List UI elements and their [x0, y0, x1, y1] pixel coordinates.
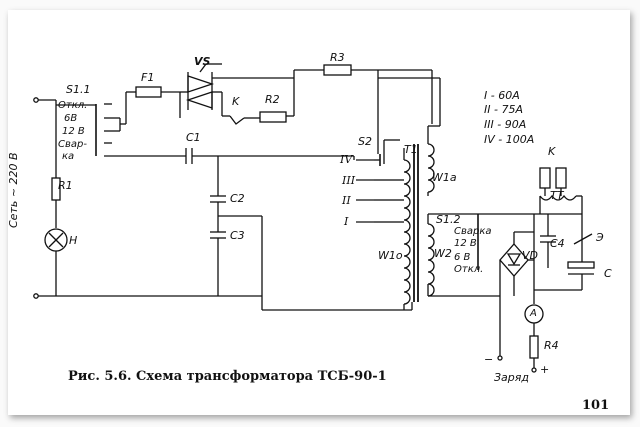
label-s1-2-welding: Сварка [454, 226, 492, 237]
label-s1-welding-2: ка [62, 151, 75, 162]
label-w1o: W1o [378, 249, 403, 262]
label-mains: Сеть ~ 220 В [7, 152, 20, 228]
switch-e [573, 233, 593, 245]
label-s1-off: Откл. [58, 100, 88, 111]
label-k-contact: K [232, 95, 240, 108]
label-s1-welding-1: Свар- [58, 139, 87, 150]
label-tap-i: I [344, 215, 349, 228]
legend-current-iv: IV - 100A [484, 133, 535, 146]
label-minus: − [484, 353, 494, 366]
label-s1-2-off: Откл. [454, 264, 484, 275]
label-charge: Заряд [494, 371, 529, 384]
label-s2: S2 [358, 135, 372, 148]
label-s1-2-6v: 6 В [454, 252, 471, 263]
label-r3: R3 [330, 51, 345, 64]
page-frame [8, 10, 630, 415]
page-number: 101 [582, 398, 610, 413]
resistor-r2 [259, 111, 287, 123]
label-tap-iv: IV [340, 153, 353, 166]
capacitor-c [567, 261, 595, 269]
legend-current-iii: III - 90A [484, 118, 527, 131]
fuse-f1 [135, 86, 162, 98]
winding-w2 [427, 223, 435, 297]
label-a: A [530, 308, 537, 319]
label-w2: W2 [434, 247, 452, 260]
label-s1-12v: 12 В [62, 126, 85, 137]
winding-w1o [403, 159, 411, 305]
label-f1: F1 [141, 71, 155, 84]
figure-caption: Рис. 5.6. Схема трансформатора ТСБ-90-1 [68, 369, 387, 384]
label-tap-iii: III [342, 174, 356, 187]
label-r2: R2 [265, 93, 280, 106]
label-e: Э [596, 231, 604, 244]
relay-k-coil [539, 167, 551, 189]
label-s1-2-12v: 12 В [454, 238, 477, 249]
label-t1: T1 [404, 143, 418, 156]
legend-current-ii: II - 75A [484, 103, 523, 116]
label-r4: R4 [544, 339, 559, 352]
label-c2: C2 [230, 192, 245, 205]
label-tap-ii: II [342, 194, 351, 207]
resistor-r4 [529, 335, 539, 359]
label-k-relay: K [548, 145, 556, 158]
label-vs: VS [194, 55, 211, 68]
charge-terminal-minus [497, 355, 503, 361]
label-s1-6v: 6В [64, 113, 78, 124]
label-c: C [604, 267, 612, 280]
label-tt: TT [550, 189, 564, 202]
label-c3: C3 [230, 229, 245, 242]
label-s1-1: S1.1 [66, 83, 91, 96]
label-vd: VD [522, 249, 538, 262]
mains-terminal-top [33, 97, 39, 103]
legend-current-i: I - 60A [484, 89, 520, 102]
label-plus: + [540, 363, 550, 376]
label-r1: R1 [58, 179, 73, 192]
relay-contact-k [229, 115, 245, 125]
label-c4: C4 [550, 237, 565, 250]
mains-terminal-bottom [33, 293, 39, 299]
charge-terminal-plus [531, 367, 537, 373]
label-h: H [69, 234, 78, 247]
resistor-r3 [323, 64, 352, 76]
label-c1: C1 [186, 131, 201, 144]
triac-vs [185, 63, 215, 110]
label-s1-2: S1.2 [436, 213, 461, 226]
winding-w1a [427, 143, 435, 193]
label-w1a: W1a [432, 171, 457, 184]
